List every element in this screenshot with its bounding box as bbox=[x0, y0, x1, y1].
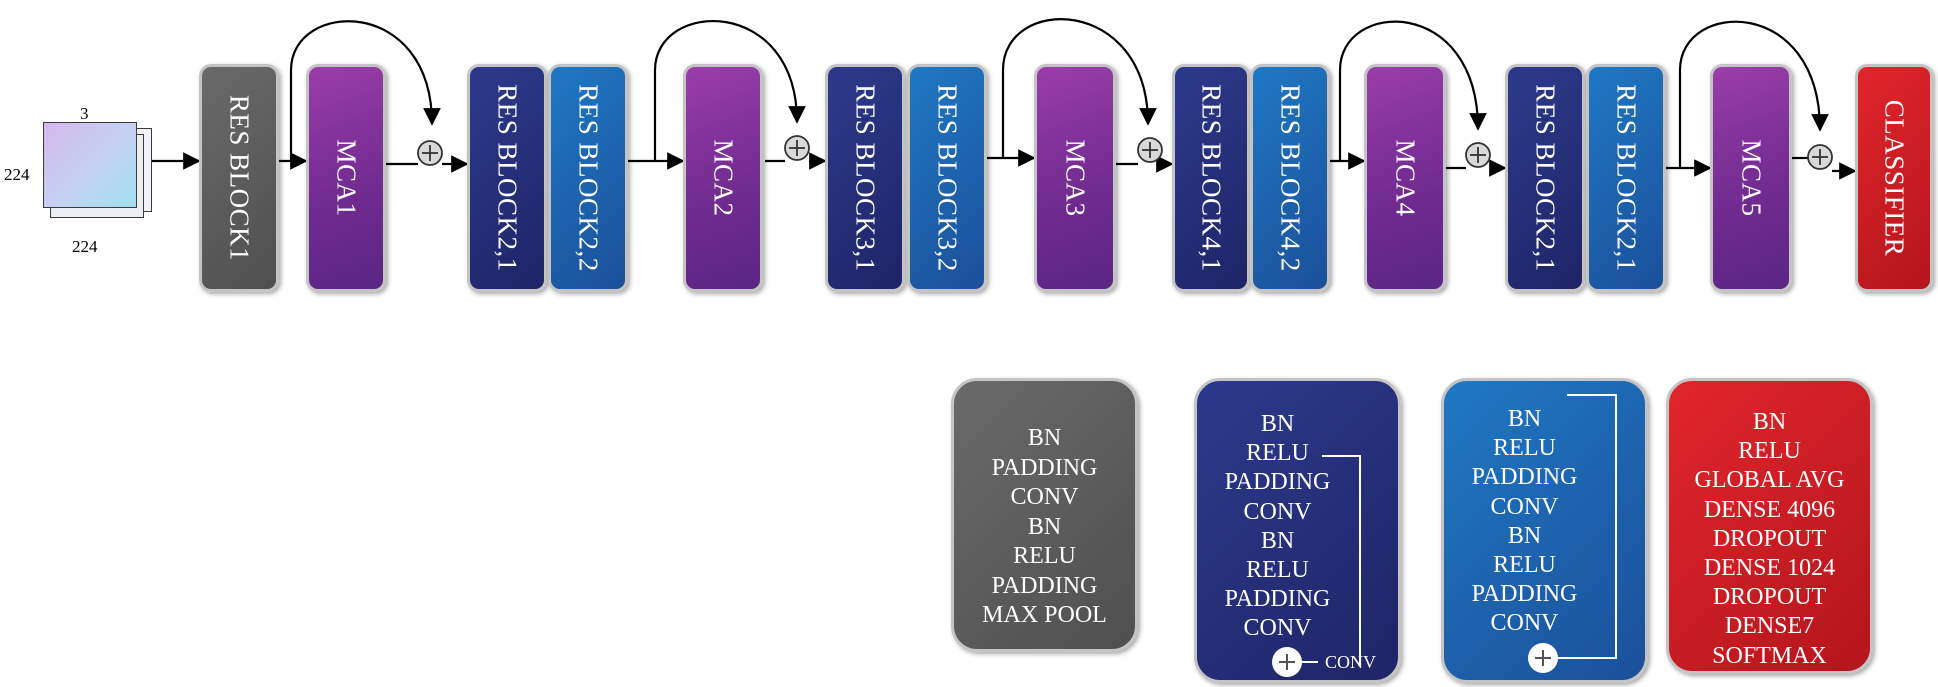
block-res-block4-1: RES BLOCK4,1 bbox=[1172, 64, 1250, 292]
legend-line: PADDING bbox=[1471, 581, 1578, 608]
legend-line: PADDING bbox=[1471, 464, 1578, 491]
legend-line: BN bbox=[1260, 411, 1295, 437]
legend-lines: BN RELU GLOBAL AVG DENSE 4096 DROPOUT DE… bbox=[1669, 408, 1870, 671]
block-label: RES BLOCK2,2 bbox=[573, 84, 604, 272]
legend-line: CONV bbox=[1243, 615, 1312, 642]
input-width-label: 224 bbox=[72, 237, 98, 256]
legend-line: GLOBAL AVG bbox=[1694, 467, 1845, 494]
legend-line: DENSE 4096 bbox=[1703, 496, 1836, 523]
legend-line: DROPOUT bbox=[1712, 525, 1827, 552]
block-mca1: MCA1 bbox=[306, 64, 386, 292]
legend-shortcut-conv-label: CONV bbox=[1325, 652, 1377, 672]
legend-line: RELU bbox=[1246, 557, 1309, 584]
block-res-block3-2: RES BLOCK3,2 bbox=[907, 64, 987, 292]
legend-line: PADDING bbox=[1224, 586, 1331, 613]
block-label: RES BLOCK3,2 bbox=[932, 84, 963, 272]
legend-line: RELU bbox=[1246, 440, 1309, 467]
legend-line: DROPOUT bbox=[1712, 584, 1827, 611]
legend-res-block-identity: BN RELU PADDING CONV BN RELU PADDING CON… bbox=[1441, 378, 1648, 683]
legend-line: RELU bbox=[1013, 543, 1076, 569]
block-mca2: MCA2 bbox=[683, 64, 763, 292]
legend-add-node bbox=[1528, 643, 1558, 673]
legend-line: BN bbox=[1507, 522, 1542, 549]
block-res-block2-1-b: RES BLOCK2,1 bbox=[1505, 64, 1585, 292]
legend-line: CONV bbox=[1490, 610, 1559, 637]
block-res-block1: RES BLOCK1 bbox=[199, 64, 279, 292]
block-label: MCA2 bbox=[708, 139, 739, 217]
legend-lines: BN RELU PADDING CONV BN RELU PADDING CON… bbox=[1177, 410, 1378, 644]
block-res-block2-2: RES BLOCK2,2 bbox=[548, 64, 628, 292]
input-layer-front bbox=[43, 122, 137, 208]
block-label: RES BLOCK2,1 bbox=[1611, 84, 1642, 272]
add-node-4 bbox=[1465, 142, 1491, 168]
skip-arc-2 bbox=[653, 20, 806, 161]
block-label: MCA5 bbox=[1736, 139, 1767, 217]
legend-line: CONV bbox=[1243, 498, 1312, 525]
add-node-3 bbox=[1137, 137, 1163, 163]
legend-line: BN bbox=[1027, 513, 1062, 540]
legend-line: BN bbox=[1027, 425, 1062, 451]
legend-line: BN bbox=[1260, 527, 1295, 554]
legend-line: CONV bbox=[1490, 493, 1559, 520]
legend-add-node bbox=[1272, 647, 1302, 677]
legend-line: SOFTMAX bbox=[1712, 642, 1827, 669]
skip-arc-3 bbox=[1001, 18, 1157, 158]
block-res-block3-1: RES BLOCK3,1 bbox=[825, 64, 905, 292]
block-label: RES BLOCK4,2 bbox=[1275, 84, 1306, 272]
legend-lines: BN PADDING CONV BN RELU PADDING MAX POOL bbox=[954, 424, 1135, 631]
block-label: MCA4 bbox=[1390, 139, 1421, 217]
legend-shortcut-path bbox=[1272, 455, 1361, 677]
legend-line: PADDING bbox=[991, 454, 1098, 481]
block-label: RES BLOCK3,1 bbox=[850, 84, 881, 272]
block-mca3: MCA3 bbox=[1034, 64, 1116, 292]
block-res-block2-1: RES BLOCK2,1 bbox=[467, 64, 547, 292]
block-label: RES BLOCK4,1 bbox=[1196, 84, 1227, 272]
legend-line: RELU bbox=[1493, 552, 1556, 579]
legend-line: BN bbox=[1507, 406, 1542, 432]
add-node-2 bbox=[784, 135, 810, 161]
block-mca5: MCA5 bbox=[1710, 64, 1792, 292]
block-mca4: MCA4 bbox=[1364, 64, 1446, 292]
skip-arc-1 bbox=[289, 20, 441, 161]
skip-arc-4 bbox=[1338, 20, 1487, 161]
input-channels-label: 3 bbox=[80, 104, 89, 123]
legend-line: RELU bbox=[1493, 435, 1556, 462]
block-label: CLASSIFIER bbox=[1879, 99, 1910, 257]
legend-line: PADDING bbox=[991, 572, 1098, 599]
block-label: MCA3 bbox=[1060, 139, 1091, 217]
block-label: RES BLOCK2,1 bbox=[492, 84, 523, 272]
legend-res-block1: BN PADDING CONV BN RELU PADDING MAX POOL bbox=[951, 378, 1138, 652]
legend-line: DENSE 1024 bbox=[1703, 555, 1836, 582]
skip-arc-5 bbox=[1678, 20, 1829, 168]
block-classifier: CLASSIFIER bbox=[1855, 64, 1933, 292]
legend-line: CONV bbox=[1010, 484, 1079, 510]
legend-line: RELU bbox=[1738, 438, 1801, 465]
legend-line: DENSE7 bbox=[1724, 613, 1815, 640]
legend-line: BN bbox=[1752, 409, 1787, 435]
add-node-1 bbox=[417, 140, 443, 166]
block-label: RES BLOCK2,1 bbox=[1530, 84, 1561, 272]
legend-classifier: BN RELU GLOBAL AVG DENSE 4096 DROPOUT DE… bbox=[1666, 378, 1873, 674]
block-label: RES BLOCK1 bbox=[224, 94, 255, 262]
legend-line: MAX POOL bbox=[982, 602, 1107, 628]
legend-lines: BN RELU PADDING CONV BN RELU PADDING CON… bbox=[1424, 405, 1625, 639]
block-label: MCA1 bbox=[331, 139, 362, 217]
input-height-label: 224 bbox=[4, 165, 30, 184]
legend-res-block-conv: BN RELU PADDING CONV BN RELU PADDING CON… bbox=[1194, 378, 1401, 683]
block-res-block2-1-c: RES BLOCK2,1 bbox=[1586, 64, 1666, 292]
legend-line: PADDING bbox=[1224, 469, 1331, 496]
block-res-block4-2: RES BLOCK4,2 bbox=[1250, 64, 1330, 292]
legend-identity-path bbox=[1528, 394, 1617, 673]
add-node-5 bbox=[1807, 144, 1833, 170]
